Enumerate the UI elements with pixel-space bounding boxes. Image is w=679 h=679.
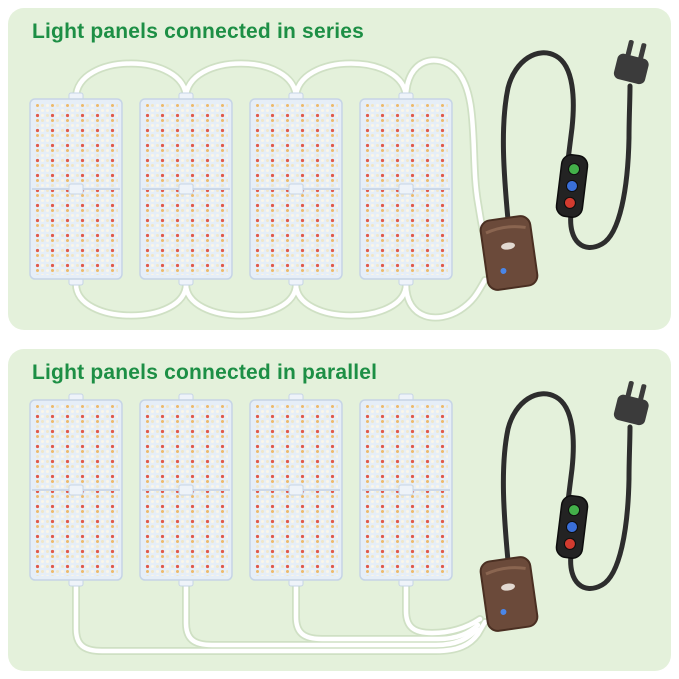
power-plug-icon xyxy=(479,379,653,632)
series-section: Light panels connected in series xyxy=(8,8,671,330)
led-panel xyxy=(359,393,453,587)
led-panel xyxy=(249,92,343,286)
parallel-cables xyxy=(76,585,485,651)
led-panel xyxy=(249,393,343,587)
led-panel xyxy=(139,92,233,286)
power-plug-icon xyxy=(479,38,653,291)
series-diagram xyxy=(29,8,671,330)
parallel-section: Light panels connected in parallel xyxy=(8,349,671,671)
led-panel xyxy=(359,92,453,286)
led-panel xyxy=(29,393,123,587)
parallel-diagram xyxy=(29,349,671,671)
series-title: Light panels connected in series xyxy=(32,20,364,43)
led-panel xyxy=(29,92,123,286)
parallel-title: Light panels connected in parallel xyxy=(32,361,378,384)
led-panel xyxy=(139,393,233,587)
